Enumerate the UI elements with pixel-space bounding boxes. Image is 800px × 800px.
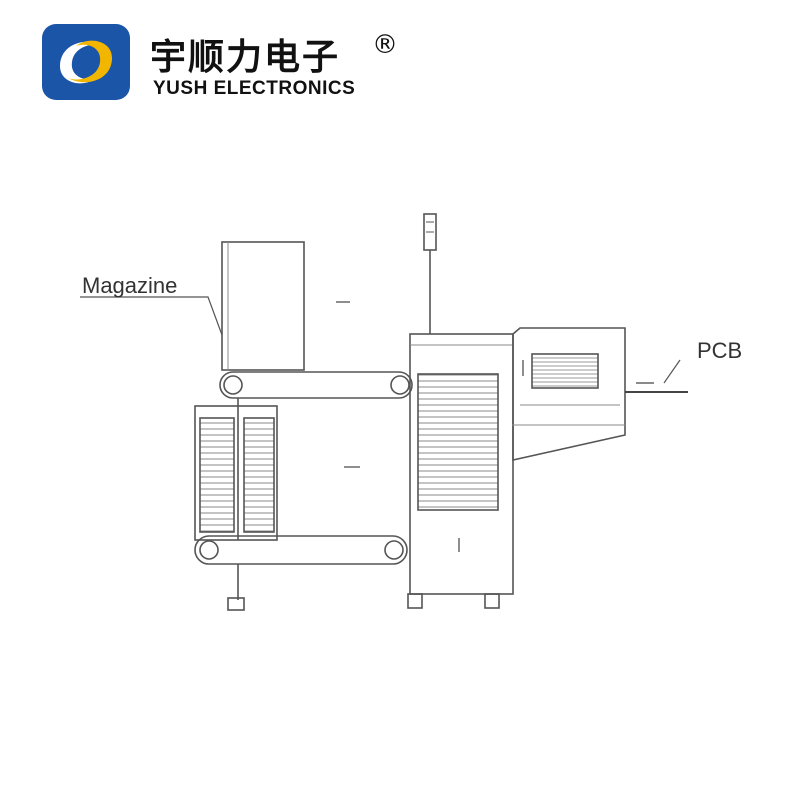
magazine-leader-line bbox=[80, 296, 223, 336]
brand-name-chinese: 宇顺力电子 bbox=[150, 37, 341, 78]
main-cabinet bbox=[409, 333, 514, 595]
logo-center bbox=[78, 54, 94, 70]
pcb-leader-line bbox=[663, 359, 681, 384]
cabinet-foot-left bbox=[407, 593, 423, 609]
cabinet-window bbox=[417, 373, 499, 511]
lower-magazine-rack bbox=[194, 405, 278, 541]
brand-name-english: YUSH ELECTRONICS bbox=[153, 78, 356, 99]
upper-conveyor-left-roller bbox=[223, 375, 243, 395]
rack-right-panel bbox=[243, 417, 275, 533]
label-magazine: Magazine bbox=[82, 273, 177, 298]
logo-swirl-white bbox=[60, 41, 104, 84]
lower-conveyor-right-roller bbox=[384, 540, 404, 560]
lower-conveyor bbox=[194, 535, 408, 565]
magazine-box bbox=[221, 241, 305, 371]
upper-conveyor-right-roller bbox=[390, 375, 410, 395]
cabinet-foot-right bbox=[484, 593, 500, 609]
upper-conveyor bbox=[219, 371, 413, 399]
output-module-window bbox=[531, 353, 599, 389]
label-pcb: PCB bbox=[697, 338, 742, 363]
output-module bbox=[512, 327, 626, 461]
lower-conveyor-left-roller bbox=[199, 540, 219, 560]
rack-left-panel bbox=[199, 417, 235, 533]
logo-swirl-yellow bbox=[68, 40, 112, 83]
left-foot bbox=[227, 597, 245, 611]
registered-trademark-mark: ® bbox=[372, 30, 398, 60]
company-logo bbox=[42, 24, 130, 100]
